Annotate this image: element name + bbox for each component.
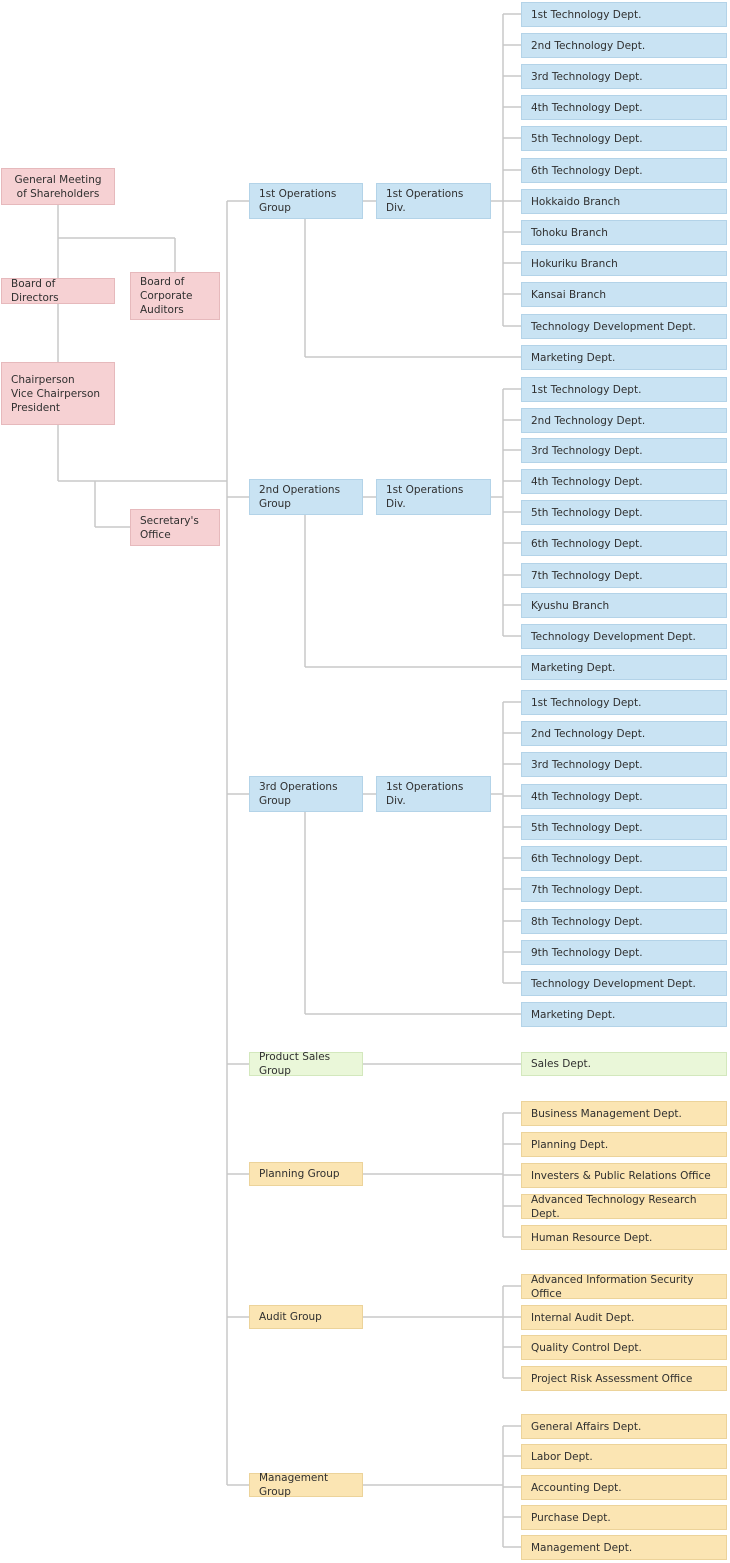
marketing-dept-box: Marketing Dept. (521, 1002, 727, 1027)
planning-group: Planning Group (249, 1162, 363, 1186)
operations-division-2: 1st Operations Div. (376, 479, 491, 515)
department-box: 4th Technology Dept. (521, 95, 727, 120)
department-box: 6th Technology Dept. (521, 531, 727, 556)
department-box: Business Management Dept. (521, 1101, 727, 1126)
department-box: Technology Development Dept. (521, 314, 727, 339)
shareholders-box: General Meeting of Shareholders (1, 168, 115, 205)
department-box: Labor Dept. (521, 1444, 727, 1469)
marketing-dept-box: Marketing Dept. (521, 655, 727, 680)
department-box: 2nd Technology Dept. (521, 33, 727, 58)
product-sales-group: Product Sales Group (249, 1051, 363, 1077)
department-box: Accounting Dept. (521, 1475, 727, 1500)
department-box: 1st Technology Dept. (521, 2, 727, 27)
secretary-office-box: Secretary's Office (130, 509, 220, 546)
department-box: Advanced Technology Research Dept. (521, 1194, 727, 1220)
department-box: Hokuriku Branch (521, 251, 727, 276)
department-box: 3rd Technology Dept. (521, 64, 727, 89)
audit-group: Audit Group (249, 1305, 363, 1329)
marketing-dept-box: Marketing Dept. (521, 345, 727, 370)
department-box: Kyushu Branch (521, 593, 727, 618)
department-box: Quality Control Dept. (521, 1335, 727, 1360)
department-box: 2nd Technology Dept. (521, 721, 727, 746)
department-box: 3rd Technology Dept. (521, 752, 727, 777)
department-box: Human Resource Dept. (521, 1225, 727, 1250)
department-box: General Affairs Dept. (521, 1414, 727, 1439)
sales-dept: Sales Dept. (521, 1052, 727, 1076)
department-box: 5th Technology Dept. (521, 500, 727, 525)
department-box: 4th Technology Dept. (521, 784, 727, 809)
department-box: 5th Technology Dept. (521, 126, 727, 151)
management-group: Management Group (249, 1472, 363, 1498)
department-box: Hokkaido Branch (521, 189, 727, 214)
department-box: Planning Dept. (521, 1132, 727, 1157)
department-box: 6th Technology Dept. (521, 158, 727, 183)
department-box: 7th Technology Dept. (521, 563, 727, 588)
department-box: 7th Technology Dept. (521, 877, 727, 902)
department-box: 1st Technology Dept. (521, 377, 727, 402)
department-box: 1st Technology Dept. (521, 690, 727, 715)
department-box: Advanced Information Security Office (521, 1274, 727, 1300)
department-box: Investers & Public Relations Office (521, 1163, 727, 1188)
operations-group-2: 2nd Operations Group (249, 479, 363, 515)
department-box: Internal Audit Dept. (521, 1305, 727, 1330)
department-box: Project Risk Assessment Office (521, 1366, 727, 1391)
department-box: 9th Technology Dept. (521, 940, 727, 965)
department-box: Technology Development Dept. (521, 624, 727, 649)
department-box: 2nd Technology Dept. (521, 408, 727, 433)
department-box: Tohoku Branch (521, 220, 727, 245)
operations-group-3: 3rd Operations Group (249, 776, 363, 812)
operations-division-1: 1st Operations Div. (376, 183, 491, 219)
chairperson-box: Chairperson Vice Chairperson President (1, 362, 115, 425)
department-box: 5th Technology Dept. (521, 815, 727, 840)
department-box: 3rd Technology Dept. (521, 438, 727, 463)
department-box: Kansai Branch (521, 282, 727, 307)
board-of-directors-box: Board of Directors (1, 278, 115, 304)
department-box: Technology Development Dept. (521, 971, 727, 996)
department-box: 6th Technology Dept. (521, 846, 727, 871)
department-box: Purchase Dept. (521, 1505, 727, 1530)
corporate-auditors-box: Board of Corporate Auditors (130, 272, 220, 320)
department-box: 4th Technology Dept. (521, 469, 727, 494)
operations-group-1: 1st Operations Group (249, 183, 363, 219)
department-box: 8th Technology Dept. (521, 909, 727, 934)
department-box: Management Dept. (521, 1535, 727, 1560)
operations-division-3: 1st Operations Div. (376, 776, 491, 812)
